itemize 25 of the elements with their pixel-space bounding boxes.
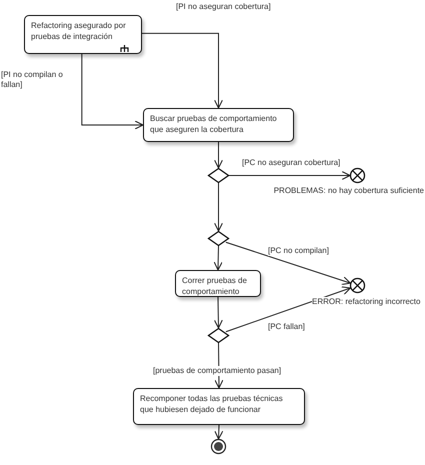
action-box	[133, 388, 305, 425]
arrow	[214, 142, 224, 169]
edge-label: [PI no aseguran cobertura]	[176, 2, 271, 12]
action-text: Correr pruebas de comportamiento	[182, 275, 248, 297]
edge-label: [PC no compilan]	[268, 246, 329, 256]
action-box	[143, 108, 294, 142]
arrow	[225, 286, 351, 332]
arrow	[228, 170, 351, 180]
action-text: Refactoring asegurado por pruebas de integración	[31, 20, 127, 42]
arrow	[142, 32, 224, 109]
action-text: Recomponer todas las pruebas técnicas que hubiesen dejado de funcionar	[140, 393, 284, 415]
action-box	[24, 15, 142, 54]
arrow	[214, 182, 224, 232]
action-box	[175, 270, 261, 297]
arrow	[214, 424, 224, 440]
action-text: Buscar pruebas de comportamiento que aseguren la cobertura	[150, 113, 278, 135]
edge-label: [pruebas de comportamiento pasan]	[153, 366, 282, 376]
arrow	[214, 296, 223, 329]
arrow	[225, 242, 351, 285]
arrow	[81, 54, 144, 130]
edge-label: [PC no aseguran cobertura]	[242, 158, 340, 168]
node-caption: ERROR: refactoring incorrecto	[312, 297, 420, 307]
arrow	[214, 246, 223, 271]
edge-label: [PC fallan]	[268, 322, 305, 332]
node-caption: PROBLEMAS: no hay cobertura suficiente	[274, 186, 424, 196]
